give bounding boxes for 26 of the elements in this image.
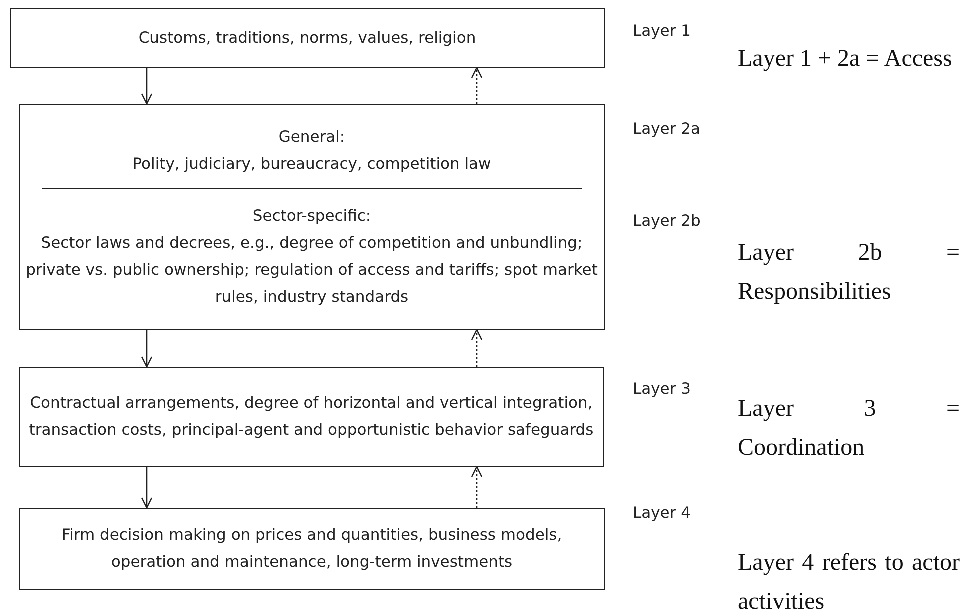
box-text: Sector laws and decrees, e.g., degree of competition and unbundling; private vs. public ownership; regulation of access and tariffs; spot market rules, industry standards [25, 232, 599, 308]
box-text: Firm decision making on prices and quantities, business models, operation and maintenance, long-term investments [60, 525, 564, 573]
layer-label: Layer 2b [633, 212, 701, 230]
layer-box [10, 8, 605, 68]
side-note: Layer 3 = Coordination [738, 395, 960, 463]
arrow [141, 68, 153, 105]
arrow [471, 466, 483, 508]
layer-label: Layer 3 [633, 380, 692, 398]
side-note: Layer 4 refers to actor activities [738, 549, 960, 616]
box-text: Contractual arrangements, degree of horizontal and vertical integration, transaction costs, principal-agent and opportunistic behavior safeguards [28, 393, 595, 441]
section-heading: Sector-specific: [252, 206, 372, 226]
arrow [471, 329, 483, 367]
side-note: Layer 1 + 2a = Access [738, 45, 954, 74]
layer-box [19, 367, 604, 467]
layer-box [19, 508, 605, 590]
side-note: Layer 2b = Responsibilities [738, 239, 960, 307]
layer-box [19, 104, 605, 330]
arrow [141, 330, 153, 368]
layer-label: Layer 2a [633, 120, 701, 138]
box-text: Polity, judiciary, bureaucracy, competition law [132, 154, 492, 174]
arrow [141, 467, 153, 509]
layer-label: Layer 1 [633, 22, 692, 40]
layer-label: Layer 4 [633, 504, 692, 522]
box-text: Customs, traditions, norms, values, religion [138, 28, 478, 48]
arrow [471, 67, 483, 104]
section-heading: General: [278, 126, 346, 148]
